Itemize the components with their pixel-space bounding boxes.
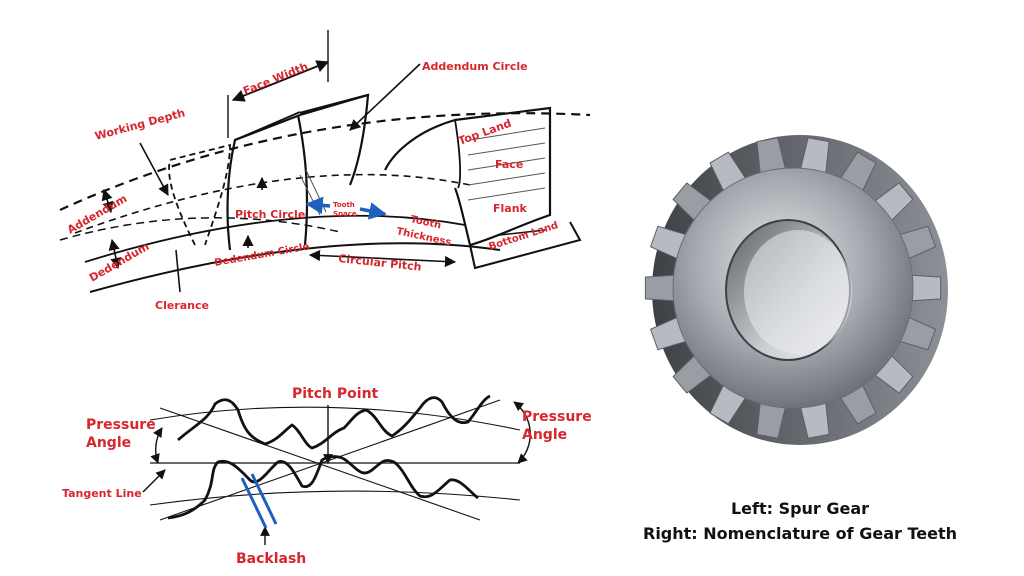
clearance-label: Clerance [155,299,209,312]
pressure-angle-right-label-2: Angle [522,427,567,443]
dedendum-circle-arc [84,214,466,263]
tooth-nomenclature-diagram [59,30,591,293]
caption-line-2: Right: Nomenclature of Gear Teeth [643,524,957,543]
flank-label: Flank [493,202,528,215]
face-label: Face [495,158,523,171]
lower-gear-profile [167,455,479,520]
clearance-arc [59,217,341,241]
left-tooth-outline [168,143,231,246]
central-tooth [226,93,370,251]
dedendum-circle-label: Dedendum Circle [214,241,311,269]
addendum-circle-label: Addendum Circle [422,60,528,73]
backlash-label: Backlash [236,551,306,567]
root-circle-arc [89,242,501,293]
backlash-line-1 [240,477,268,529]
caption-line-1: Left: Spur Gear [730,499,870,518]
spur-gear-image [644,135,948,445]
working-depth-label: Working Depth [93,106,186,143]
meshing-gears-diagram [142,394,531,545]
upper-gear-profile [177,394,491,450]
circular-pitch-label: Circular Pitch [338,252,422,274]
tooth-space-label-2: Space [333,210,357,218]
tooth-thickness-label-2: Thickness [395,226,452,248]
tooth-space-label-1: Tooth [333,201,355,209]
face-width-label: Face Width [241,60,310,98]
pressure-angle-left-label-1: Pressure [86,417,156,433]
pressure-angle-right-label-1: Pressure [522,409,592,425]
pitch-circle-arc [74,173,471,234]
tangent-line-label: Tangent Line [62,487,142,500]
pressure-angle-left-label-2: Angle [86,435,131,451]
pitch-circle-label: Pitch Circle [235,208,305,221]
backlash-line-2 [250,473,278,525]
addendum-label: Addendum [65,192,129,237]
tooth-space-arrow [305,196,331,215]
pitch-point-label: Pitch Point [292,386,379,402]
top-land-label: Top Land [457,117,514,148]
right-tooth [384,106,552,247]
face-width-arrow [231,60,330,102]
tooth-thickness-arrow [359,202,387,220]
